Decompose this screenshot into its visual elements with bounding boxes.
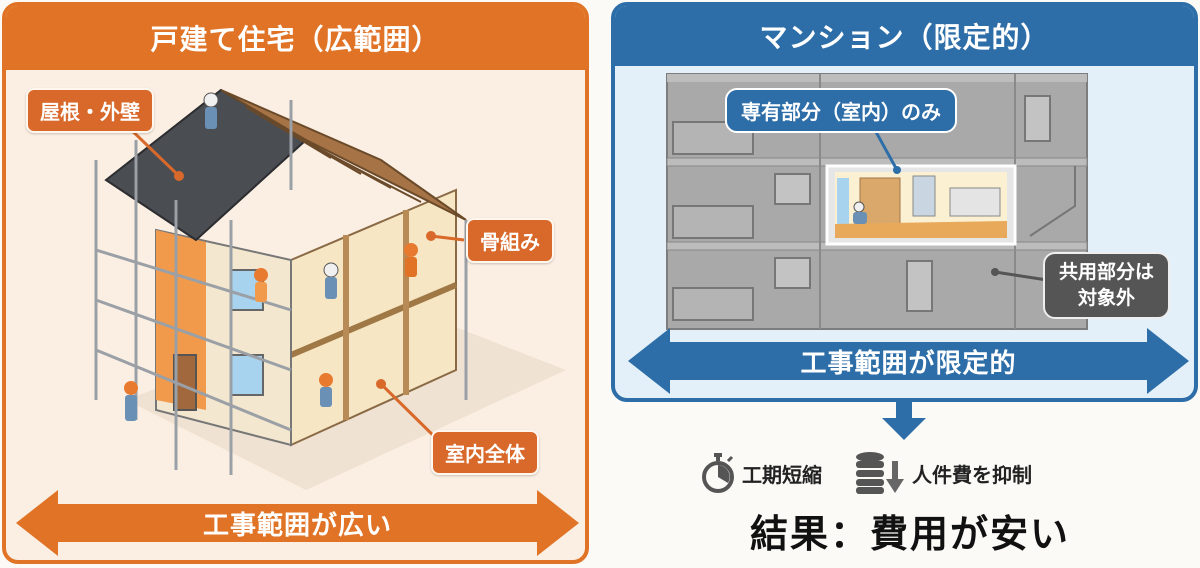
benefits-row: 工期短縮 人件費を抑制 — [700, 448, 1120, 498]
benefit-label-labor-cost: 人件費を抑制 — [912, 462, 1032, 487]
wide-scope-arrow: 工事範囲が広い — [16, 490, 579, 556]
conclusion-text: 結果：費用が安い — [749, 511, 1070, 556]
detached-house-illustration — [94, 88, 566, 490]
condominium-title: マンション（限定的） — [615, 6, 1194, 66]
benefit-labor-cost: 人件費を抑制 — [854, 451, 1032, 495]
down-arrow-icon — [882, 402, 926, 440]
limited-scope-label: 工事範囲が限定的 — [800, 348, 1017, 379]
detached-house-title: 戸建て住宅（広範囲） — [6, 6, 585, 70]
benefit-label-shorter-period: 工期短縮 — [742, 462, 822, 487]
limited-scope-arrow: 工事範囲が限定的 — [628, 328, 1189, 394]
callout-common-area-line1: 共用部分は — [1059, 261, 1155, 283]
callout-frame: 骨組み — [466, 218, 554, 263]
stopwatch-icon — [702, 453, 734, 493]
detached-house-panel: 戸建て住宅（広範囲） — [2, 2, 589, 564]
double-arrow-icon — [628, 328, 1189, 394]
benefit-shorter-period: 工期短縮 — [700, 453, 822, 493]
coins-down-icon — [856, 452, 904, 494]
callout-common-area: 共用部分は 対象外 — [1043, 252, 1171, 320]
wide-scope-label: 工事範囲が広い — [202, 510, 392, 541]
callout-private-area: 専有部分（室内）のみ — [725, 88, 957, 133]
callout-interior: 室内全体 — [431, 430, 539, 475]
callout-common-area-line2: 対象外 — [1078, 286, 1136, 309]
callout-roof-wall: 屋根・外壁 — [26, 88, 154, 133]
condominium-panel: マンション（限定的） — [611, 2, 1198, 402]
double-arrow-icon — [16, 490, 579, 556]
